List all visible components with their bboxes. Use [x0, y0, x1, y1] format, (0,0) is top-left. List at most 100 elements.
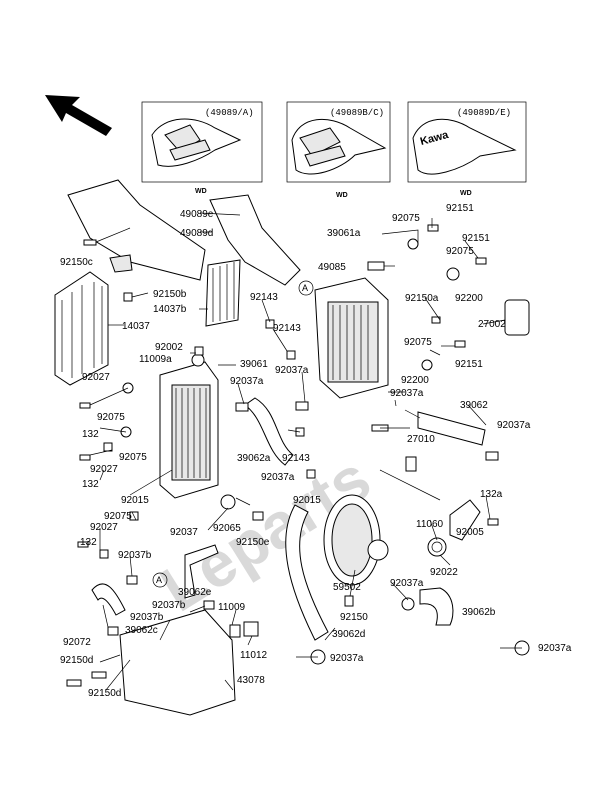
front-direction-arrow-icon — [45, 95, 112, 136]
label-92037a-4: 92037a — [497, 420, 531, 431]
label-92075-b: 92075 — [446, 246, 474, 257]
label-132-c: 132 — [80, 537, 97, 548]
label-43078: 43078 — [237, 675, 265, 686]
label-92037a-3: 92037a — [390, 388, 424, 399]
label-92200-b: 92200 — [401, 375, 429, 386]
label-92075-e: 92075 — [119, 452, 147, 463]
inset-box-3: (49089D/E) Kawa WD — [407, 101, 527, 197]
part-labels: 92150c 49089e 49089d 39061a 92075 92151 … — [60, 203, 572, 699]
label-92151-b: 92151 — [462, 233, 490, 244]
ref-marker-a-top: A — [298, 280, 314, 296]
inset-box-2-sub: WD — [336, 192, 348, 199]
ref-marker-a-top-text: A — [302, 283, 308, 293]
label-27010: 27010 — [407, 434, 435, 445]
inset-box-1-caption: (49089/A) — [205, 108, 254, 118]
label-92037b-3: 92037b — [130, 612, 164, 623]
label-92065: 92065 — [213, 523, 241, 534]
label-92151-c: 92151 — [455, 359, 483, 370]
label-92002: 92002 — [155, 342, 183, 353]
leader-lines — [78, 212, 522, 691]
label-92037a-6: 92037a — [390, 578, 424, 589]
label-132a: 132a — [480, 489, 503, 500]
label-92075-a: 92075 — [392, 213, 420, 224]
label-92150: 92150 — [340, 612, 368, 623]
label-92150e: 92150e — [236, 537, 270, 548]
inset-box-2: (49089B/C) WD — [286, 101, 391, 199]
label-11009: 11009 — [218, 602, 246, 613]
label-39062c: 39062c — [125, 625, 158, 636]
radiator-grille-large — [54, 271, 109, 386]
label-92143-a: 92143 — [250, 292, 278, 303]
label-92015-b: 92015 — [293, 495, 321, 506]
fasteners — [66, 224, 530, 687]
label-92143-b: 92143 — [273, 323, 301, 334]
hose-39062e — [184, 544, 219, 599]
label-92075-c: 92075 — [404, 337, 432, 348]
cooling-fan — [323, 494, 389, 586]
label-92037: 92037 — [170, 527, 198, 538]
label-92072: 92072 — [63, 637, 91, 648]
label-92151-a: 92151 — [446, 203, 474, 214]
label-92150d-1: 92150d — [60, 655, 93, 666]
reservoir-tank — [119, 609, 236, 716]
label-92037a-8: 92037a — [538, 643, 572, 654]
label-39062d: 39062d — [332, 629, 365, 640]
ref-marker-a-bottom: A — [152, 572, 168, 588]
ref-marker-a-bottom-text: A — [156, 575, 162, 585]
radiator-shroud-right — [209, 194, 301, 286]
label-14037: 14037 — [122, 321, 150, 332]
label-92143-c: 92143 — [282, 453, 310, 464]
label-92150a: 92150a — [405, 293, 439, 304]
inset-box-1: (49089/A) WD — [141, 101, 263, 195]
label-92027-a: 92027 — [82, 372, 110, 383]
label-49089d: 49089d — [180, 228, 213, 239]
hose-39062d — [285, 504, 329, 641]
inset-box-2-caption: (49089B/C) — [330, 108, 384, 118]
label-92150d-2: 92150d — [88, 688, 121, 699]
label-92015-a: 92015 — [121, 495, 149, 506]
hose-39062c — [91, 583, 126, 616]
label-92037a-1: 92037a — [230, 376, 264, 387]
label-49085: 49085 — [318, 262, 346, 273]
radiator-left — [159, 353, 219, 499]
inset-box-3-caption: (49089D/E) — [457, 108, 511, 118]
label-92037a-7: 92037a — [330, 653, 364, 664]
label-11012: 11012 — [240, 650, 268, 661]
label-92075-f: 92075 — [104, 511, 132, 522]
label-132-b: 132 — [82, 479, 99, 490]
label-92037b-2: 92037b — [152, 600, 186, 611]
label-92037a-5: 92037a — [261, 472, 295, 483]
label-132-a: 132 — [82, 429, 99, 440]
label-39062e: 39062e — [178, 587, 212, 598]
label-11060: 11060 — [416, 519, 444, 530]
label-92037a-2: 92037a — [275, 365, 309, 376]
label-92027-b: 92027 — [90, 464, 118, 475]
label-39061a: 39061a — [327, 228, 361, 239]
radiator-shroud-left — [67, 179, 206, 281]
label-92022: 92022 — [430, 567, 458, 578]
label-59502: 59502 — [333, 582, 361, 593]
label-92005: 92005 — [456, 527, 484, 538]
label-49089e: 49089e — [180, 209, 214, 220]
label-92200-a: 92200 — [455, 293, 483, 304]
fan-bracket — [449, 499, 481, 541]
label-92150b: 92150b — [153, 289, 187, 300]
inset-box-1-sub: WD — [195, 188, 207, 195]
label-39062a: 39062a — [237, 453, 271, 464]
label-14037b: 14037b — [153, 304, 187, 315]
label-11009a: 11009a — [139, 354, 172, 365]
hose-39062a — [244, 397, 294, 466]
radiator-grille-small — [205, 259, 241, 327]
label-39062: 39062 — [460, 400, 488, 411]
radiator-right — [314, 277, 389, 399]
hose-39062b — [419, 587, 454, 626]
label-92037b-1: 92037b — [118, 550, 152, 561]
label-92150c: 92150c — [60, 257, 93, 268]
label-92075-d: 92075 — [97, 412, 125, 423]
radiator-cap — [504, 299, 530, 336]
label-39061: 39061 — [240, 359, 268, 370]
inset-box-3-sub: WD — [460, 190, 472, 197]
label-39062b: 39062b — [462, 607, 496, 618]
hose-39062 — [417, 411, 486, 446]
